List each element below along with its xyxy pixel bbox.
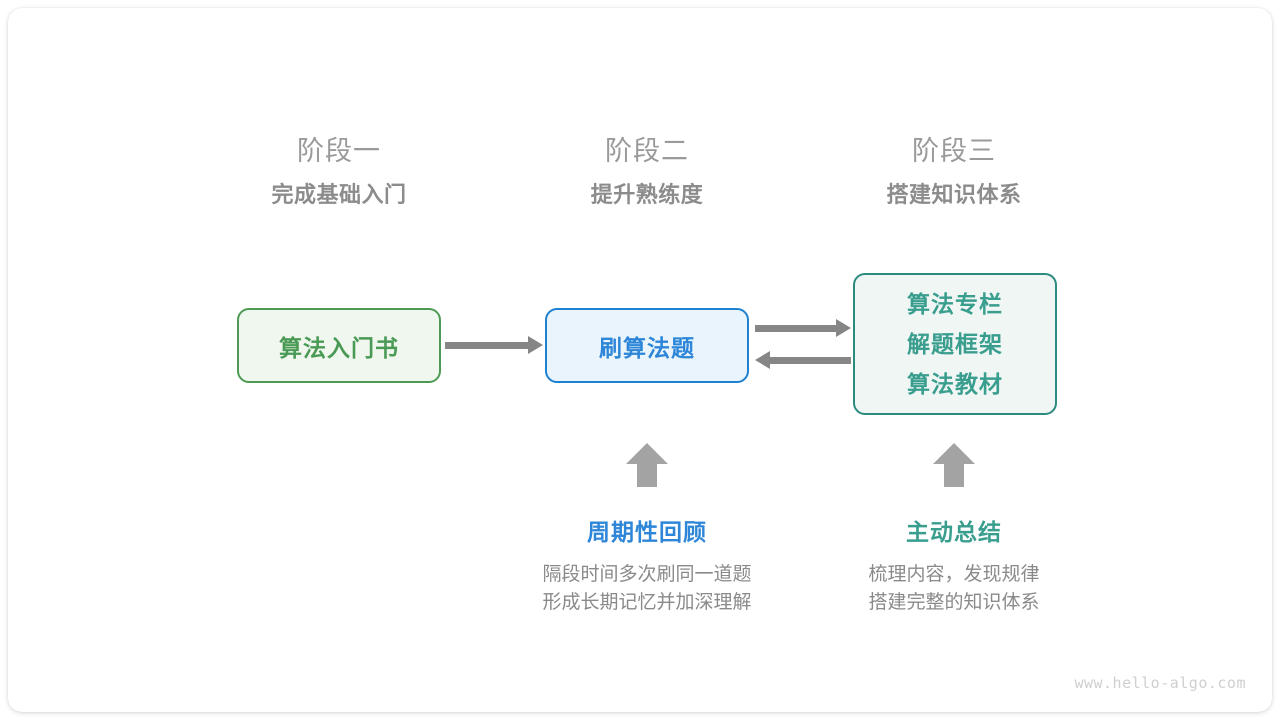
annotation-periodic-review-desc-line-2: 形成长期记忆并加深理解 (542, 592, 752, 613)
annotation-active-summary-desc-line-1: 梳理内容，发现规律 (868, 564, 1040, 585)
annotation-active-summary-desc: 梳理内容，发现规律 搭建完整的知识体系 (804, 561, 1104, 617)
phase-header-1: 阶段一 完成基础入门 (209, 134, 469, 210)
phase-header-2: 阶段二 提升熟练度 (517, 134, 777, 210)
node-algorithm-book: 算法入门书 (237, 308, 441, 383)
phase-2-stage: 阶段二 (605, 136, 689, 166)
node-knowledge-system-line-1: 算法专栏 (907, 291, 1003, 317)
node-practice-problems: 刷算法题 (545, 308, 749, 383)
node-knowledge-system-line-3: 算法教材 (907, 371, 1003, 397)
phase-header-3: 阶段三 搭建知识体系 (824, 134, 1084, 210)
annotation-active-summary-title: 主动总结 (906, 519, 1002, 545)
annotation-periodic-review: 周期性回顾 隔段时间多次刷同一道题 形成长期记忆并加深理解 (497, 517, 797, 617)
node-algorithm-book-label: 算法入门书 (279, 334, 399, 361)
arrow-up-review-icon (626, 443, 668, 487)
phase-1-stage: 阶段一 (297, 136, 381, 166)
phase-3-goal: 搭建知识体系 (886, 182, 1022, 207)
arrow-book-to-practice-icon (445, 336, 543, 354)
arrow-practice-to-system-icon (755, 319, 851, 337)
annotation-active-summary-desc-line-2: 搭建完整的知识体系 (868, 592, 1040, 613)
annotation-periodic-review-title: 周期性回顾 (587, 519, 707, 545)
phase-3-stage: 阶段三 (912, 136, 996, 166)
node-practice-problems-label: 刷算法题 (599, 334, 695, 361)
watermark: www.hello-algo.com (1074, 674, 1246, 692)
phase-2-goal: 提升熟练度 (590, 182, 704, 207)
annotation-active-summary: 主动总结 梳理内容，发现规律 搭建完整的知识体系 (804, 517, 1104, 617)
arrow-system-to-practice-icon (755, 351, 851, 369)
node-knowledge-system-line-2: 解题框架 (907, 331, 1003, 357)
phase-1-goal: 完成基础入门 (271, 182, 407, 207)
diagram-canvas: 阶段一 完成基础入门 阶段二 提升熟练度 阶段三 搭建知识体系 算法入门书 刷算… (8, 8, 1272, 712)
arrow-up-summary-icon (933, 443, 975, 487)
annotation-periodic-review-desc: 隔段时间多次刷同一道题 形成长期记忆并加深理解 (497, 561, 797, 617)
node-knowledge-system: 算法专栏 解题框架 算法教材 (853, 273, 1057, 415)
annotation-periodic-review-desc-line-1: 隔段时间多次刷同一道题 (542, 564, 752, 585)
